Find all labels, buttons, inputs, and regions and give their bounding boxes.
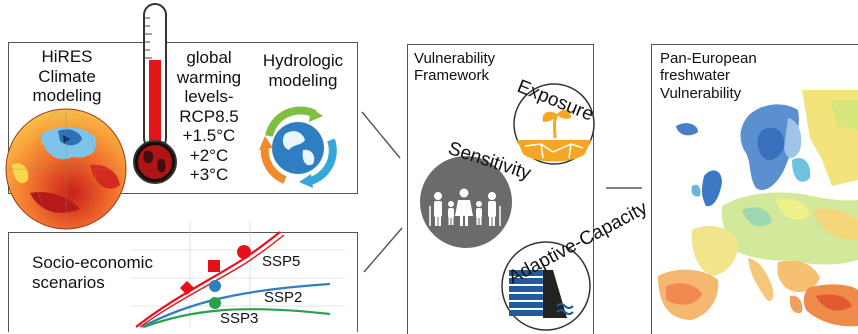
- ssp3-label: SSP3: [220, 310, 259, 327]
- plant-icon: [553, 113, 559, 139]
- ssp2-label: SSP2: [264, 289, 303, 306]
- map-title: Pan-European freshwater Vulnerability: [660, 50, 757, 102]
- level-2: +2°C: [189, 145, 229, 165]
- framework-title: Vulnerability Framework: [414, 50, 496, 85]
- level-3: +3°C: [189, 165, 229, 185]
- thermometer-icon: [133, 3, 177, 184]
- exposure-circle: [513, 83, 595, 165]
- ssp2-marker: [209, 280, 221, 292]
- uk-region: [702, 170, 722, 207]
- ssp2-curve: [141, 282, 331, 328]
- figure: HiRES Climate modeling: [5, 3, 858, 334]
- ssp3-marker: [209, 297, 221, 309]
- warming-label: global warming levels- RCP8.5 +1.5°C +2°…: [174, 48, 244, 185]
- hydro-label: Hydrologic modeling: [262, 51, 344, 90]
- ssp5-label: SSP5: [262, 253, 301, 270]
- connector-climate: [361, 111, 401, 159]
- family-icon: [429, 188, 501, 226]
- adaptive-capacity-circle: [501, 241, 591, 331]
- ssp3-curve: [143, 308, 331, 329]
- ssp5-curve: [135, 231, 281, 328]
- socio-title: Socio-economic scenarios: [32, 253, 153, 292]
- hires-label: HiRES Climate modeling: [32, 47, 102, 106]
- level-1-5: +1.5°C: [182, 126, 236, 146]
- ssp5-marker-diamond: [179, 280, 195, 296]
- scenario-curves: [130, 222, 345, 329]
- dam-icon: [509, 270, 574, 318]
- sensitivity-circle: [420, 156, 512, 248]
- ssp5-marker-square: [208, 260, 220, 272]
- ssp5-marker-circle: [237, 245, 251, 259]
- globe-icon: [5, 108, 127, 230]
- connectors: [361, 111, 642, 273]
- france-region: [691, 225, 739, 276]
- water-cycle-icon: [259, 106, 337, 188]
- europe-map: [658, 90, 858, 327]
- connector-socio: [363, 227, 403, 273]
